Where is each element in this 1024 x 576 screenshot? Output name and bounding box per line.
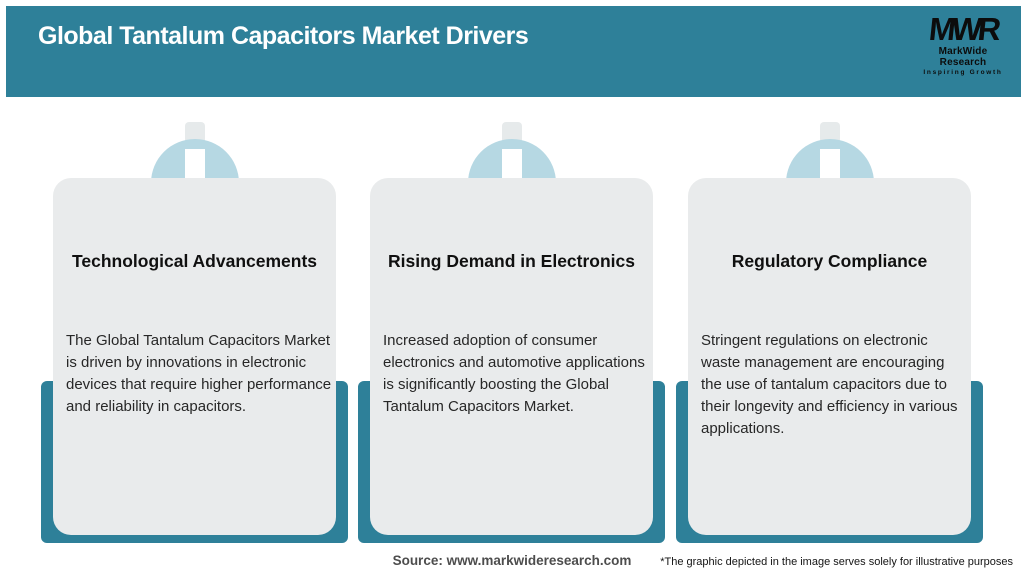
- card-title: Technological Advancements: [71, 251, 318, 271]
- driver-card-group: Regulatory Compliance Stringent regulati…: [676, 115, 983, 545]
- driver-card: Regulatory Compliance Stringent regulati…: [688, 178, 971, 535]
- brand-logo: MWR MarkWide Research Inspiring Growth: [915, 11, 1011, 76]
- driver-card: Rising Demand in Electronics Increased a…: [370, 178, 653, 535]
- driver-card-group: Technological Advancements The Global Ta…: [41, 115, 348, 545]
- card-title: Regulatory Compliance: [731, 251, 928, 271]
- driver-card-group: Rising Demand in Electronics Increased a…: [358, 115, 665, 545]
- logo-tagline: Inspiring Growth: [923, 68, 1003, 76]
- header-bar: Global Tantalum Capacitors Market Driver…: [6, 6, 1021, 97]
- logo-monogram: MWR: [927, 11, 999, 47]
- driver-card: Technological Advancements The Global Ta…: [53, 178, 336, 535]
- source-text: Source: www.markwideresearch.com: [392, 553, 632, 568]
- disclaimer-text: *The graphic depicted in the image serve…: [660, 556, 1013, 568]
- logo-name: MarkWide Research: [938, 45, 988, 68]
- card-body: The Global Tantalum Capacitors Market is…: [66, 332, 332, 415]
- card-title: Rising Demand in Electronics: [388, 251, 635, 271]
- card-body: Stringent regulations on electronic wast…: [701, 332, 958, 437]
- page-title: Global Tantalum Capacitors Market Driver…: [38, 22, 529, 50]
- card-body: Increased adoption of consumer electroni…: [383, 332, 645, 415]
